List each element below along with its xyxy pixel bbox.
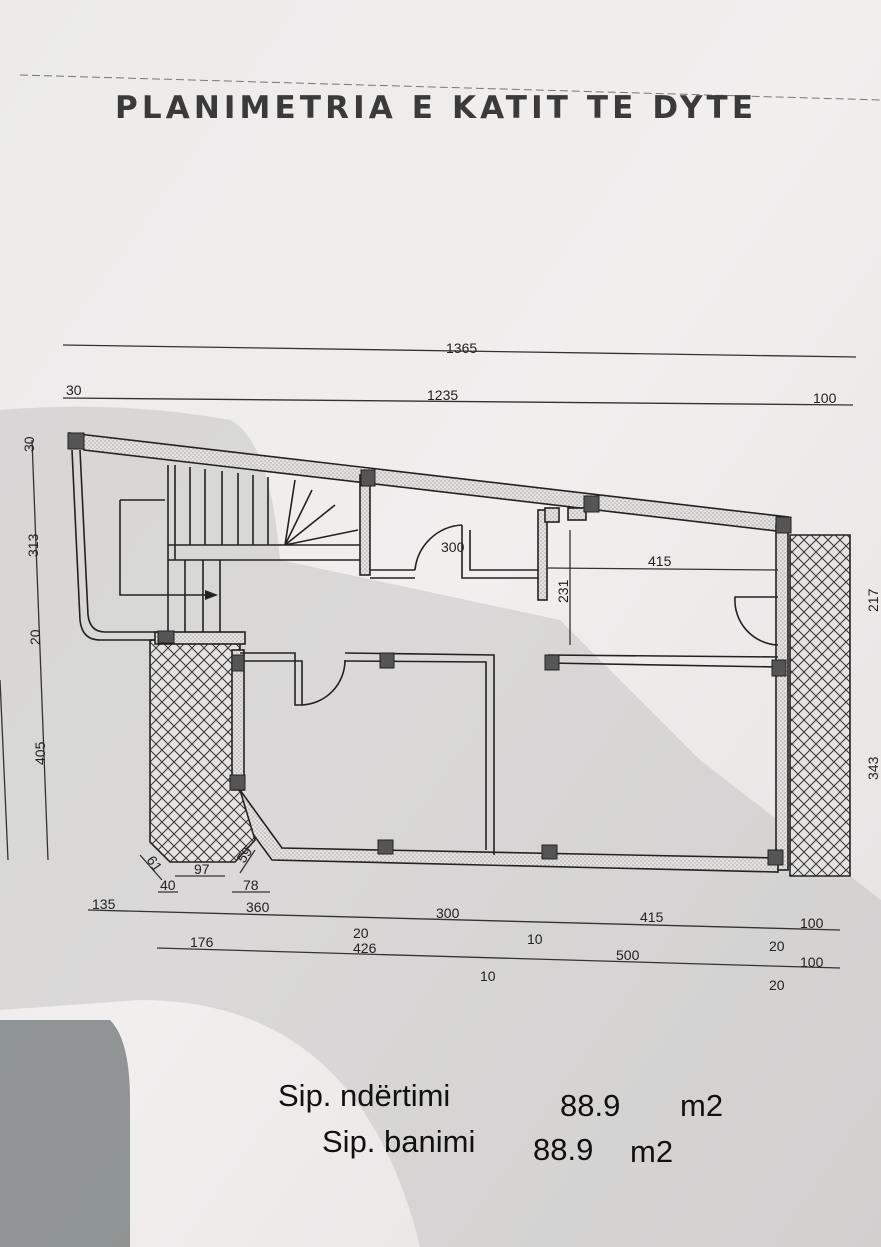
dim-426: 426 [353, 940, 377, 956]
dim-100-b2: 100 [800, 954, 824, 970]
wall-bath-room [537, 509, 548, 601]
dim-left-313: 313 [25, 533, 41, 557]
living-area-label: Sip. banimi [322, 1124, 475, 1159]
chamfer-dimensions: 61 97 59 40 78 [139, 844, 270, 893]
bottom-dimensions: 135 360 300 415 100 176 426 500 100 20 1… [87, 896, 841, 993]
wall-stair-bath [359, 474, 371, 576]
dim-left-30: 30 [21, 436, 37, 452]
dim-20-a: 20 [353, 925, 369, 941]
area-summary: Sip. ndërtimi 88.9 m2 Sip. banimi 88.9 m… [278, 1078, 723, 1169]
room-wall-c [547, 654, 779, 668]
columns [67, 432, 792, 866]
dim-100-b1: 100 [800, 915, 824, 931]
landing-wall [154, 631, 246, 645]
dim-20-b: 20 [769, 938, 785, 954]
railing [71, 449, 160, 641]
dim-135: 135 [92, 896, 116, 912]
dim-10-a: 10 [527, 931, 543, 947]
staircase [119, 465, 360, 632]
living-area-value: 88.9 [533, 1132, 593, 1167]
build-area-label: Sip. ndërtimi [278, 1078, 450, 1113]
shaft-2 [567, 507, 587, 521]
door-swing-2 [301, 659, 346, 706]
dim-500: 500 [616, 947, 640, 963]
dim-20-c: 20 [769, 977, 785, 993]
dim-interior-300: 300 [441, 539, 465, 555]
dim-30: 30 [66, 382, 82, 398]
door-swing [414, 524, 463, 571]
dim-360: 360 [246, 899, 270, 915]
dim-100: 100 [813, 390, 837, 406]
east-wall [775, 524, 789, 871]
top-dimensions: 1365 30 1235 100 [62, 340, 857, 406]
dim-left-20: 20 [27, 629, 43, 645]
dark-shadow [0, 1020, 130, 1247]
left-dimensions: 30 313 20 405 [0, 436, 49, 861]
floor-plan: 300 415 231 [67, 431, 851, 877]
dim-10-b: 10 [480, 968, 496, 984]
east-balcony [789, 534, 851, 877]
dim-40: 40 [160, 877, 176, 893]
dim-right-343: 343 [865, 756, 881, 780]
dim-interior-231: 231 [555, 579, 571, 603]
dim-1235: 1235 [427, 387, 458, 403]
dim-line-415 [547, 567, 779, 571]
bath-wall [370, 525, 540, 579]
build-area-unit: m2 [680, 1088, 723, 1123]
build-area-value: 88.9 [560, 1088, 620, 1123]
dim-right-217: 217 [865, 588, 881, 612]
room-wall-a [240, 652, 303, 706]
dim-176: 176 [190, 934, 214, 950]
living-area-unit: m2 [630, 1134, 673, 1169]
drawing-title: PLANIMETRIA E KATIT TE DYTE [115, 90, 755, 126]
dim-97: 97 [194, 861, 210, 877]
dim-78: 78 [243, 877, 259, 893]
dim-interior-415: 415 [648, 553, 672, 569]
dim-left-405: 405 [32, 741, 48, 765]
dim-1365: 1365 [446, 340, 477, 356]
shaft [544, 507, 560, 523]
door-swing-3 [734, 596, 779, 646]
dim-415: 415 [640, 909, 664, 925]
dim-300: 300 [436, 905, 460, 921]
